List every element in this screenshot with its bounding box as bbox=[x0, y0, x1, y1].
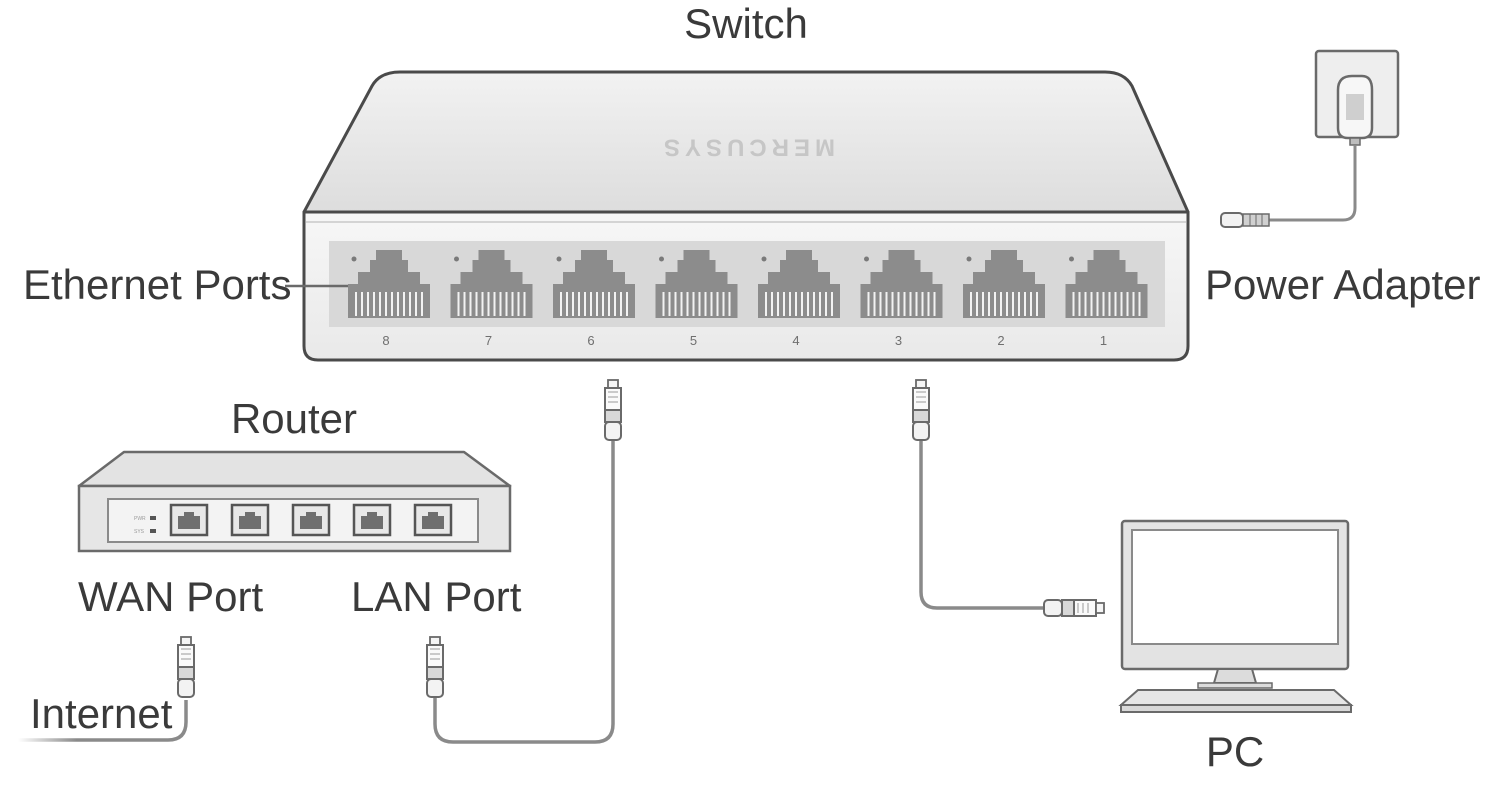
power-adapter bbox=[1220, 49, 1400, 228]
switch-port: 6 bbox=[553, 250, 635, 348]
switch-port: 1 bbox=[1065, 250, 1148, 348]
port-number: 6 bbox=[587, 333, 594, 348]
port-led bbox=[1069, 256, 1074, 262]
ethernet-ports-label: Ethernet Ports bbox=[23, 261, 291, 308]
switch-port: 4 bbox=[758, 250, 840, 348]
port-led bbox=[454, 256, 459, 262]
router-led-label-pwr: PWR bbox=[134, 516, 146, 522]
port-led bbox=[659, 256, 664, 262]
cable-internet bbox=[18, 700, 188, 742]
port-number: 8 bbox=[382, 333, 389, 348]
pc-device bbox=[1118, 519, 1354, 713]
pc-stand bbox=[1212, 668, 1258, 684]
switch-port: 2 bbox=[963, 250, 1045, 348]
switch-port: 5 bbox=[655, 250, 738, 348]
rj45-plug-lan bbox=[426, 636, 444, 698]
router-port-row bbox=[169, 503, 453, 537]
internet-label: Internet bbox=[30, 690, 173, 737]
lan-port-label: LAN Port bbox=[351, 573, 522, 620]
port-led bbox=[351, 256, 357, 262]
switch-device: MERCUSYS 8 7 6 5 4 3 2 1 bbox=[302, 70, 1190, 362]
router-label: Router bbox=[231, 395, 357, 442]
port-number: 7 bbox=[485, 333, 492, 348]
rj45-plug-switch-port-6 bbox=[604, 379, 622, 441]
switch-port: 3 bbox=[860, 250, 943, 348]
cable-switch-to-pc bbox=[919, 440, 1044, 610]
switch-top-surface bbox=[302, 70, 1190, 214]
wan-port-label: WAN Port bbox=[78, 573, 263, 620]
switch-port-row: 8 7 6 5 4 3 2 1 bbox=[348, 250, 1148, 348]
port-led bbox=[966, 256, 972, 262]
router-device: PWR SYS bbox=[77, 450, 512, 553]
port-led bbox=[864, 256, 869, 262]
switch-label: Switch bbox=[684, 0, 808, 47]
router-port bbox=[413, 503, 453, 537]
router-led-label-sys: SYS bbox=[134, 529, 145, 535]
router-top-surface bbox=[77, 450, 512, 488]
router-port bbox=[230, 503, 270, 537]
switch-brand-logo: MERCUSYS bbox=[659, 134, 835, 161]
port-number: 1 bbox=[1100, 333, 1107, 348]
pc-keyboard bbox=[1118, 689, 1354, 706]
port-led bbox=[761, 256, 767, 262]
power-cable bbox=[1268, 145, 1357, 222]
port-number: 4 bbox=[792, 333, 799, 348]
pc-screen bbox=[1131, 529, 1339, 645]
power-adapter-label: Power Adapter bbox=[1205, 261, 1481, 308]
port-number: 5 bbox=[690, 333, 697, 348]
pc-label: PC bbox=[1206, 728, 1264, 775]
router-port bbox=[291, 503, 331, 537]
rj45-plugs bbox=[177, 379, 1105, 698]
port-number: 2 bbox=[997, 333, 1004, 348]
port-number: 3 bbox=[895, 333, 902, 348]
rj45-plug-pc bbox=[1043, 599, 1105, 617]
dc-connector bbox=[1220, 212, 1270, 228]
router-port bbox=[169, 503, 209, 537]
port-led bbox=[556, 256, 562, 262]
cable-switch-to-router bbox=[433, 440, 615, 744]
switch-port: 7 bbox=[450, 250, 533, 348]
rj45-plug-wan bbox=[177, 636, 195, 698]
rj45-plug-switch-port-3 bbox=[912, 379, 930, 441]
router-port bbox=[352, 503, 392, 537]
switch-port: 8 bbox=[348, 250, 430, 348]
